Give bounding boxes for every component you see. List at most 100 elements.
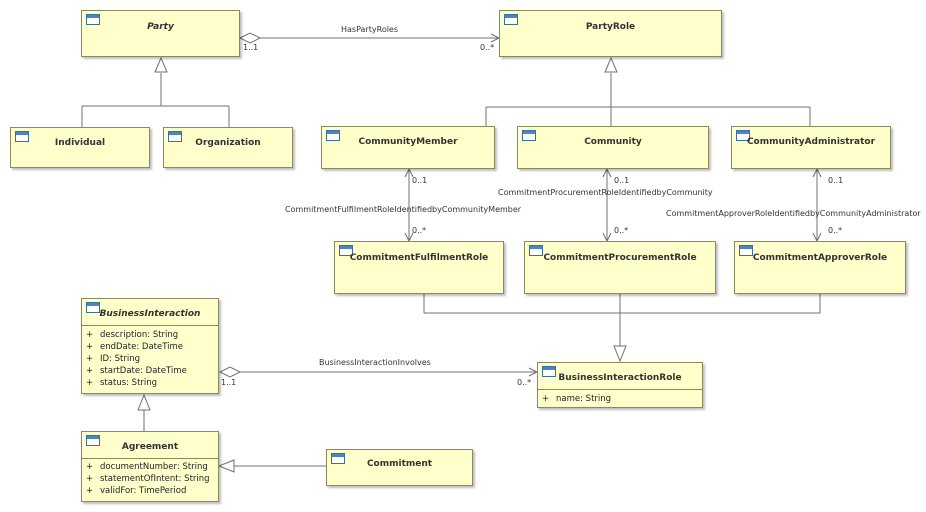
attribute-text: startDate: DateTime [100, 366, 187, 376]
class-business-interaction-role-attributes: + name: String [542, 393, 700, 405]
class-commitment-fulfilment-role[interactable]: CommitmentFulfilmentRole [334, 241, 504, 294]
class-agreement-attributes: + documentNumber: String + statementOfInte… [86, 461, 216, 497]
class-individual-name: Individual [54, 138, 106, 148]
class-community-administrator-name: CommunityAdministrator [746, 137, 876, 147]
approver-association-label: CommitmentApproverRoleIdentifiedbyCommun… [666, 209, 921, 218]
class-community-name: Community [584, 137, 642, 147]
class-icon [15, 131, 29, 142]
class-icon [168, 131, 182, 142]
class-commitment-approver-role-name: CommitmentApproverRole [752, 253, 888, 263]
attribute-text: status: String [100, 378, 158, 388]
attribute-text: documentNumber: String [100, 462, 208, 472]
visibility-marker: + [86, 486, 94, 496]
class-agreement-divider [82, 458, 218, 459]
attribute-row: + statementOfIntent: String [86, 473, 216, 485]
commitment-generalization-arrowhead [217, 459, 235, 473]
class-community[interactable]: Community [517, 126, 709, 169]
party-generalization-arrowhead [154, 56, 168, 73]
visibility-marker: + [86, 366, 94, 376]
class-business-interaction-name: BusinessInteraction [99, 309, 201, 319]
class-icon [529, 245, 543, 256]
business-interaction-involves-aggregation-diamond [218, 366, 242, 378]
class-business-interaction[interactable]: BusinessInteraction + description: String… [81, 298, 219, 394]
business-interaction-role-generalization-arrowhead [613, 345, 627, 363]
class-icon [522, 130, 536, 141]
attribute-text: validFor: TimePeriod [100, 486, 187, 496]
procurement-target-multiplicity: 0..* [614, 226, 629, 235]
class-commitment-name: Commitment [366, 459, 433, 469]
business-interaction-involves-label: BusinessInteractionInvolves [319, 358, 431, 367]
business-interaction-involves-source-multiplicity: 1..1 [221, 378, 237, 387]
class-icon [331, 453, 345, 464]
fulfilment-association-label: CommitmentFulfilmentRoleIdentifiedbyComm… [285, 205, 522, 214]
class-icon [739, 245, 753, 256]
class-commitment-fulfilment-role-name: CommitmentFulfilmentRole [349, 253, 489, 263]
class-party-name: Party [147, 22, 174, 32]
approver-source-arrowhead [812, 167, 822, 178]
attribute-row: + ID: String [86, 353, 216, 365]
class-commitment-procurement-role-name: CommitmentProcurementRole [543, 253, 697, 263]
attribute-row: + name: String [542, 393, 700, 405]
fulfilment-source-multiplicity: 0..1 [412, 176, 428, 185]
class-icon [86, 14, 100, 25]
procurement-source-multiplicity: 0..1 [614, 176, 630, 185]
procurement-association-label: CommitmentProcurementRoleIdentifiedbyCom… [498, 188, 713, 197]
has-party-roles-aggregation-diamond [238, 32, 262, 44]
class-business-interaction-role-name: BusinessInteractionRole [558, 373, 682, 383]
class-business-interaction-role[interactable]: BusinessInteractionRole + name: String [537, 362, 703, 408]
class-party-role-name: PartyRole [585, 22, 636, 32]
class-commitment-approver-role[interactable]: CommitmentApproverRole [734, 241, 906, 294]
class-icon [504, 14, 518, 25]
class-icon [736, 130, 750, 141]
class-party[interactable]: Party [81, 10, 240, 57]
attribute-row: + documentNumber: String [86, 461, 216, 473]
class-community-member[interactable]: CommunityMember [321, 126, 495, 169]
visibility-marker: + [86, 474, 94, 484]
class-business-interaction-attributes: +description: String +endDate: DateTime … [86, 329, 216, 389]
class-organization-name: Organization [195, 138, 261, 148]
class-organization[interactable]: Organization [163, 127, 293, 168]
attribute-text: name: String [556, 394, 612, 404]
attribute-text: endDate: DateTime [100, 342, 184, 352]
visibility-marker: + [86, 330, 94, 340]
attribute-text: statementOfIntent: String [100, 474, 210, 484]
class-agreement[interactable]: Agreement + documentNumber: String + state… [81, 431, 219, 502]
class-individual[interactable]: Individual [10, 127, 150, 168]
visibility-marker: + [86, 354, 94, 364]
class-icon [339, 245, 353, 256]
attribute-row: + startDate: DateTime [86, 365, 216, 377]
procurement-source-arrowhead [602, 167, 612, 178]
class-party-role[interactable]: PartyRole [499, 10, 722, 57]
has-party-roles-label: HasPartyRoles [341, 25, 399, 34]
approver-target-multiplicity: 0..* [828, 226, 843, 235]
class-agreement-name: Agreement [121, 442, 179, 452]
fulfilment-target-multiplicity: 0..* [412, 226, 427, 235]
class-icon [86, 302, 100, 313]
attribute-text: description: String [100, 330, 179, 340]
attribute-row: + validFor: TimePeriod [86, 485, 216, 497]
has-party-roles-source-multiplicity: 1..1 [243, 43, 259, 52]
party-role-generalization-arrowhead [604, 56, 618, 73]
approver-source-multiplicity: 0..1 [828, 176, 844, 185]
business-interaction-involves-target-multiplicity: 0..* [517, 378, 532, 387]
attribute-row: + description: String [86, 329, 216, 341]
class-community-member-name: CommunityMember [358, 137, 458, 147]
fulfilment-source-arrowhead [404, 167, 414, 178]
visibility-marker: + [86, 342, 94, 352]
class-icon [326, 130, 340, 141]
visibility-marker: + [542, 394, 550, 404]
visibility-marker: + [86, 378, 94, 388]
class-business-interaction-divider [82, 325, 218, 326]
class-commitment[interactable]: Commitment [326, 449, 473, 486]
class-icon [542, 366, 556, 377]
class-commitment-procurement-role[interactable]: CommitmentProcurementRole [524, 241, 716, 294]
class-icon [86, 435, 100, 446]
agreement-generalization-arrowhead [137, 393, 151, 411]
has-party-roles-target-multiplicity: 0..* [480, 43, 495, 52]
class-community-administrator[interactable]: CommunityAdministrator [731, 126, 891, 169]
class-business-interaction-role-divider [538, 389, 702, 390]
attribute-text: ID: String [100, 354, 140, 364]
visibility-marker: + [86, 462, 94, 472]
